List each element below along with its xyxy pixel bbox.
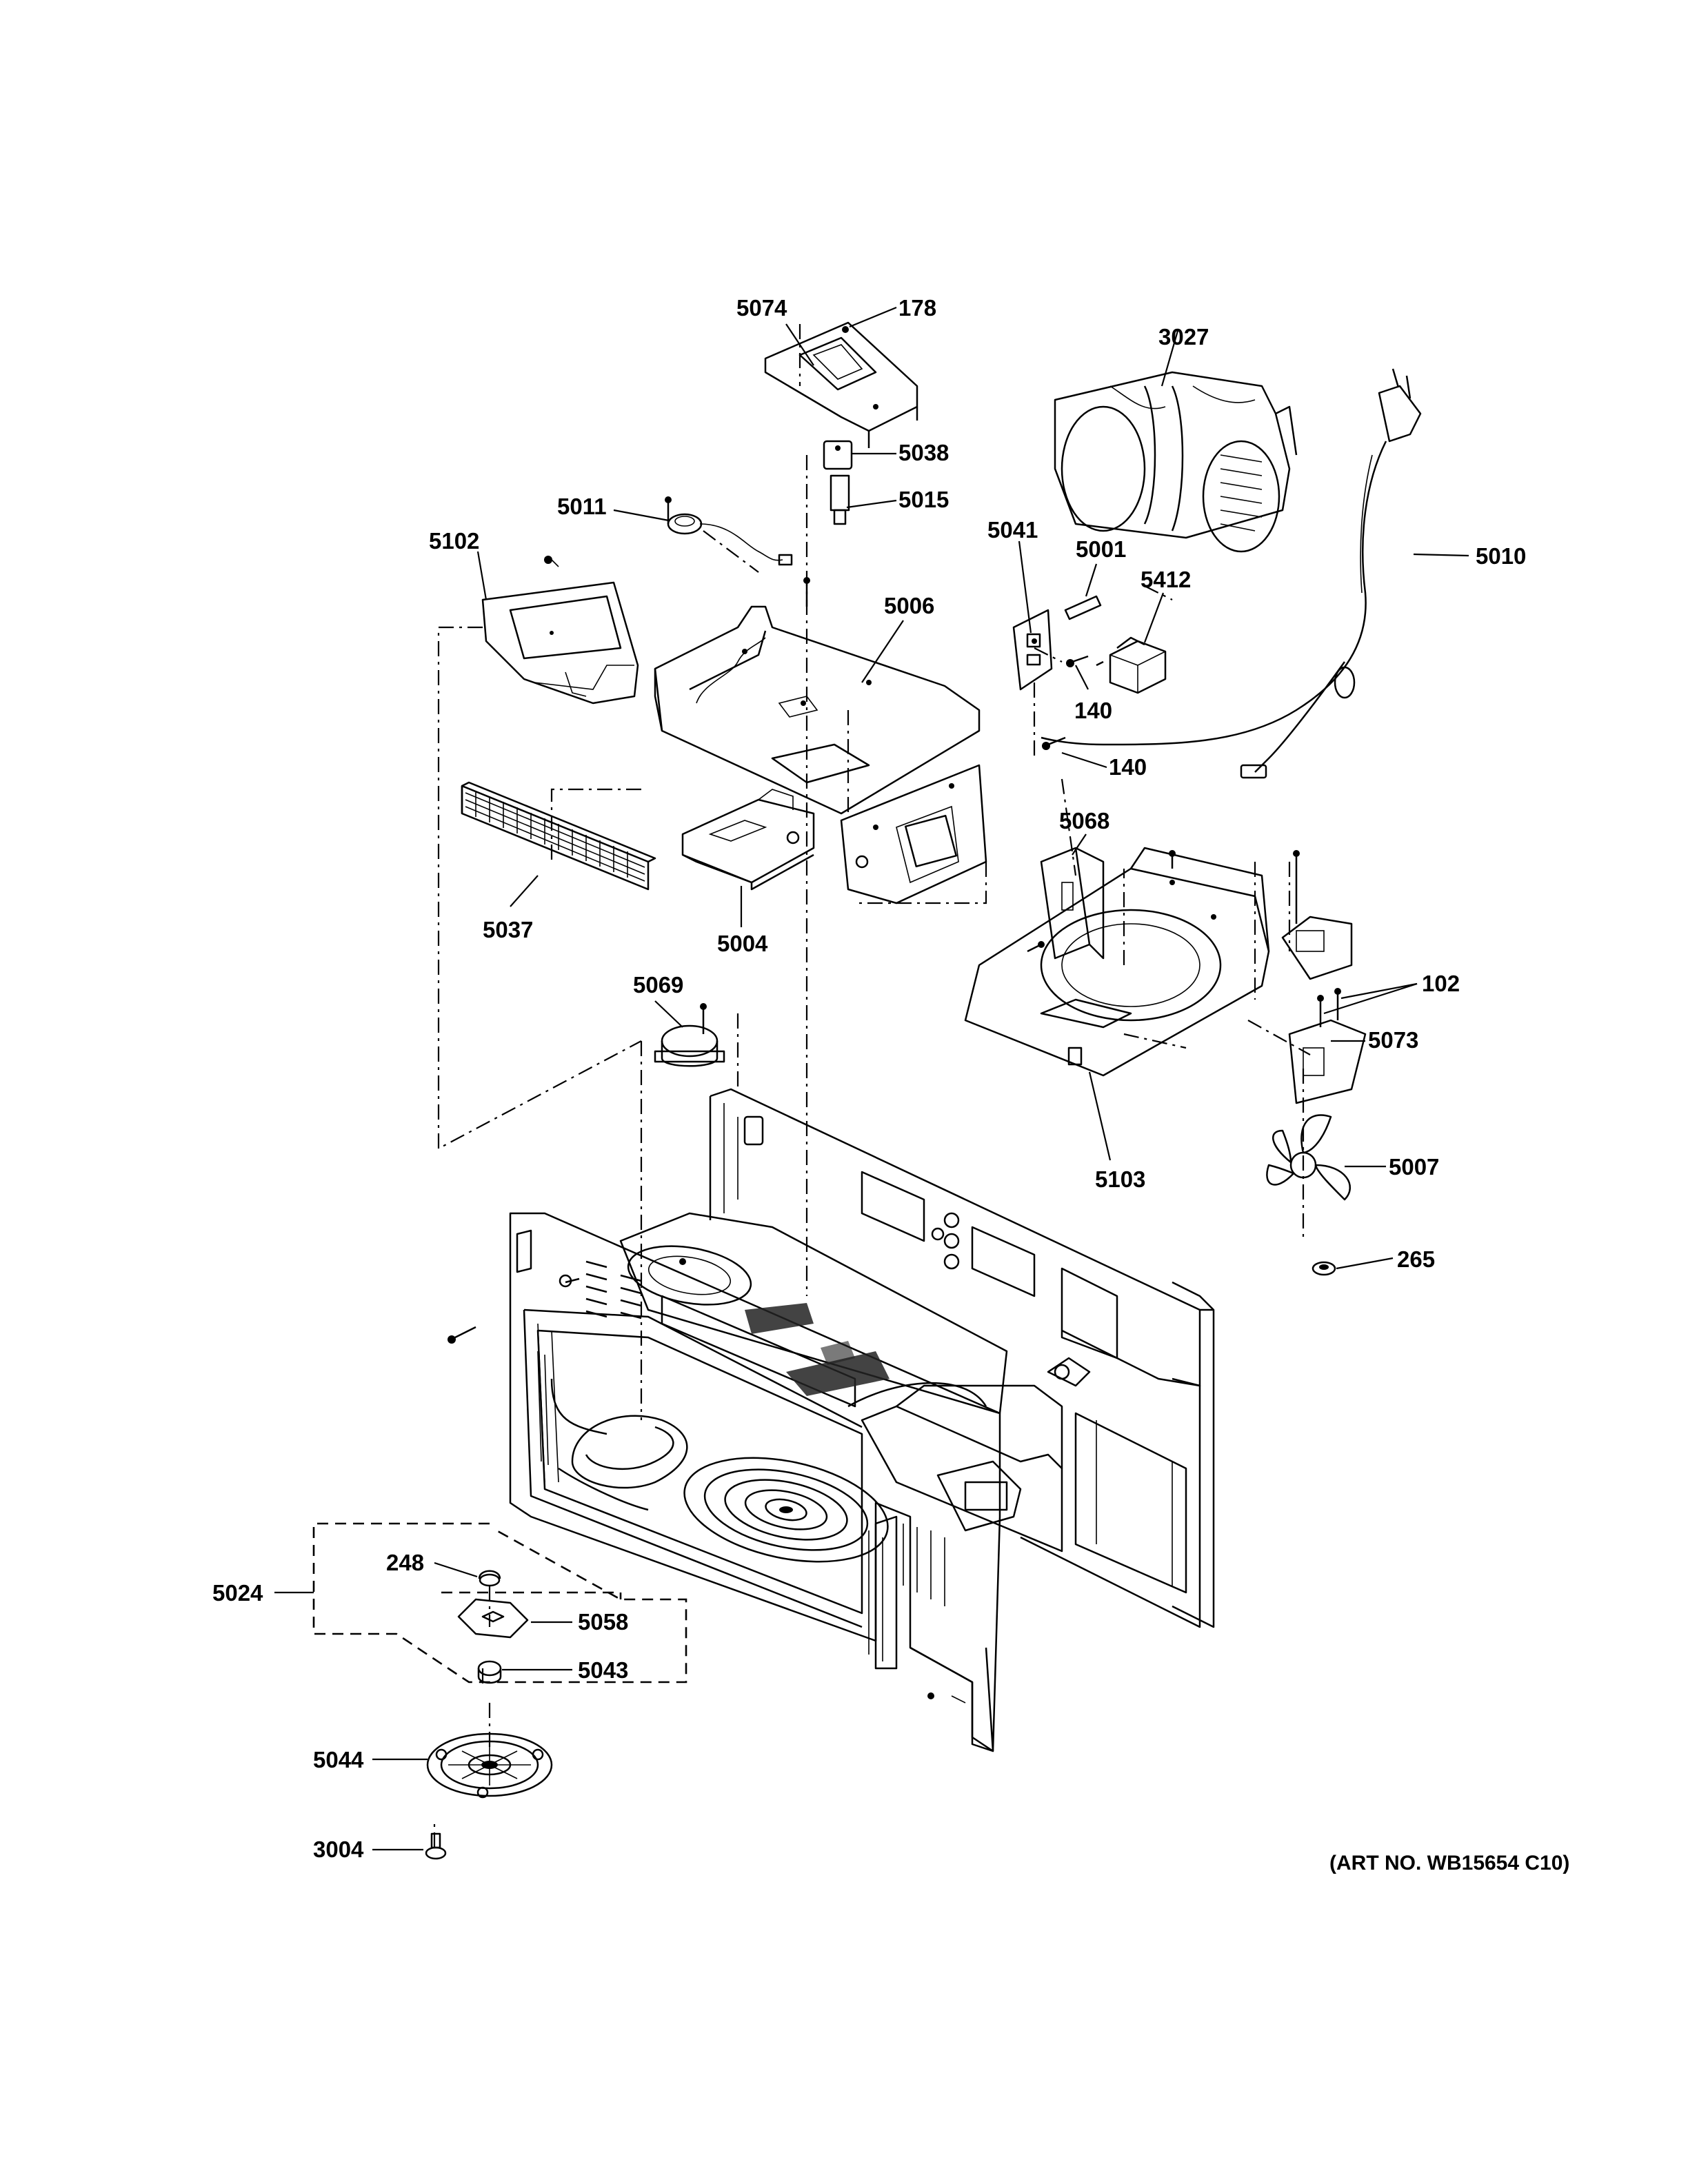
part-5069-motor — [654, 1003, 725, 1067]
callout-5069: 5069 — [633, 972, 683, 998]
callout-5068: 5068 — [1059, 808, 1109, 833]
callout-5103: 5103 — [1095, 1166, 1145, 1192]
callout-5041: 5041 — [987, 517, 1038, 543]
part-5041-bracket — [1012, 609, 1053, 691]
callout-5412: 5412 — [1141, 567, 1191, 592]
part-5068-bracket — [1027, 847, 1105, 960]
callout-5011: 5011 — [557, 494, 607, 519]
part-5412-switch — [1109, 636, 1167, 694]
callout-5006: 5006 — [884, 593, 934, 618]
part-5058-coupler — [457, 1598, 529, 1639]
group-box-5024 — [312, 1522, 687, 1684]
callout-5043: 5043 — [578, 1657, 628, 1683]
part-control-module — [840, 764, 987, 904]
part-5044-roller-ring — [426, 1732, 553, 1799]
part-5073-bracket — [1281, 850, 1367, 1104]
part-cavity-housing — [448, 1088, 1215, 1752]
callout-5007: 5007 — [1389, 1154, 1439, 1180]
part-3004-screw — [425, 1832, 447, 1860]
callout-140b: 140 — [1109, 754, 1147, 780]
part-5038-5015-switch — [823, 440, 853, 525]
callout-3027: 3027 — [1158, 324, 1209, 350]
callout-5037: 5037 — [483, 917, 533, 942]
callout-265: 265 — [1397, 1246, 1435, 1272]
callout-5102: 5102 — [429, 528, 479, 554]
part-5007-fan-blade — [1266, 1114, 1352, 1201]
leader-lines — [274, 306, 1469, 1851]
alignment-lines — [433, 324, 1311, 1848]
part-3027-blower — [1054, 371, 1298, 553]
part-5037-filter — [461, 781, 656, 891]
part-5043-roller-hub — [477, 1660, 502, 1684]
part-5001-pin — [1064, 595, 1102, 620]
callout-3004: 3004 — [313, 1837, 364, 1862]
callout-5038: 5038 — [898, 440, 949, 465]
part-5006-bracket — [654, 577, 981, 815]
callout-labels: 5074 178 3027 5038 5015 5011 5102 5041 5… — [212, 295, 1569, 1874]
callout-5074: 5074 — [736, 295, 787, 321]
callout-5024: 5024 — [212, 1580, 263, 1606]
part-5103-base-plate — [964, 847, 1270, 1077]
callout-5044: 5044 — [313, 1747, 364, 1772]
part-5011-thermostat — [665, 496, 793, 566]
callout-5004: 5004 — [717, 931, 768, 956]
callout-5058: 5058 — [578, 1609, 628, 1635]
part-5010-power-cord — [1041, 368, 1422, 779]
callout-248: 248 — [386, 1550, 424, 1575]
part-5004-box — [681, 789, 815, 891]
part-248-ring — [478, 1570, 501, 1587]
part-265-nut — [1312, 1261, 1336, 1276]
part-5102-duct — [481, 556, 639, 705]
callout-102: 102 — [1422, 971, 1460, 996]
part-5074-mount-plate — [764, 321, 918, 448]
callout-178: 178 — [898, 295, 936, 321]
callout-5010: 5010 — [1476, 543, 1526, 569]
art-number: (ART NO. WB15654 C10) — [1329, 1852, 1569, 1874]
callout-5073: 5073 — [1368, 1027, 1418, 1053]
callout-140a: 140 — [1074, 698, 1112, 723]
callout-5015: 5015 — [898, 487, 949, 512]
callout-5001: 5001 — [1076, 536, 1126, 562]
